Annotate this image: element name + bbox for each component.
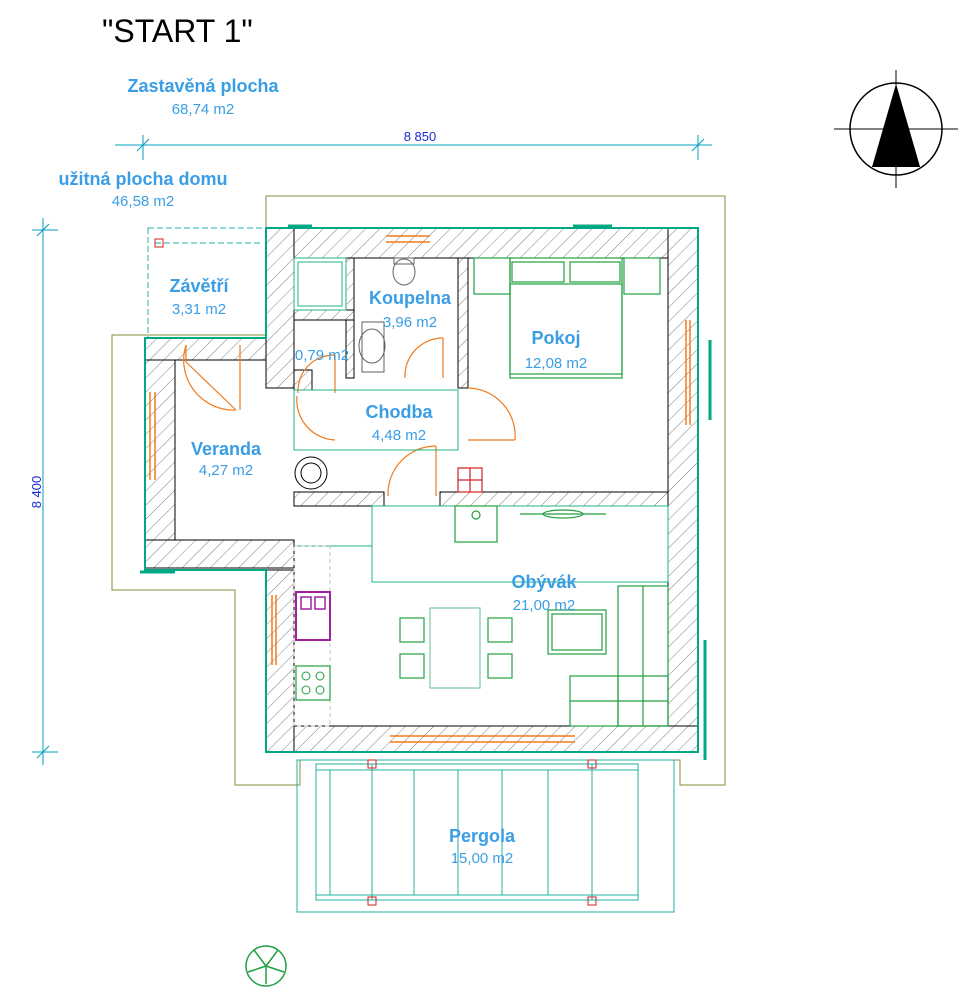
site-outline: [111, 195, 726, 786]
walls: [144, 227, 699, 753]
room-area-obyvak: 21,00 m2: [513, 597, 576, 614]
room-name-koupelna: Koupelna: [369, 288, 452, 308]
room-name-zavetri: Závětří: [169, 276, 229, 296]
width-dimension-text: 8 850: [404, 129, 437, 144]
room-area-wc: 0,79 m2: [295, 347, 349, 364]
pergola: [296, 759, 675, 913]
room-area-zavetri: 3,31 m2: [172, 301, 226, 318]
room-name-chodba: Chodba: [366, 402, 434, 422]
usable-area-label: užitná plocha domu: [59, 169, 228, 189]
north-arrow-icon: [834, 70, 958, 188]
room-area-koupelna: 3,96 m2: [383, 314, 437, 331]
bathroom-fixtures: [294, 257, 416, 490]
bedroom-furniture: [473, 257, 661, 379]
kitchen: [293, 545, 331, 727]
room-area-veranda: 4,27 m2: [199, 462, 253, 479]
built-area-value: 68,74 m2: [172, 101, 235, 118]
height-dimension-text: 8 400: [29, 476, 44, 509]
doors: [183, 337, 516, 497]
window-markers: [140, 224, 712, 760]
windows: [149, 235, 691, 743]
usable-area-value: 46,58 m2: [112, 193, 175, 210]
room-area-chodba: 4,48 m2: [372, 427, 426, 444]
room-name-pokoj: Pokoj: [531, 328, 580, 348]
chimney: [457, 467, 483, 493]
built-area-label: Zastavěná plocha: [127, 76, 279, 96]
width-dimension: 8 850: [115, 129, 712, 160]
tree-icon: [245, 945, 287, 987]
living-room-furniture: [399, 505, 669, 727]
room-name-veranda: Veranda: [191, 439, 262, 459]
room-area-pergola: 15,00 m2: [451, 850, 514, 867]
room-name-obyvak: Obývák: [511, 572, 577, 592]
room-name-pergola: Pergola: [449, 826, 516, 846]
house-outline: [144, 227, 699, 753]
room-area-pokoj: 12,08 m2: [525, 355, 588, 372]
page-title: "START 1": [102, 13, 253, 49]
height-dimension: 8 400: [29, 218, 58, 765]
interior-outlines: [293, 257, 669, 583]
